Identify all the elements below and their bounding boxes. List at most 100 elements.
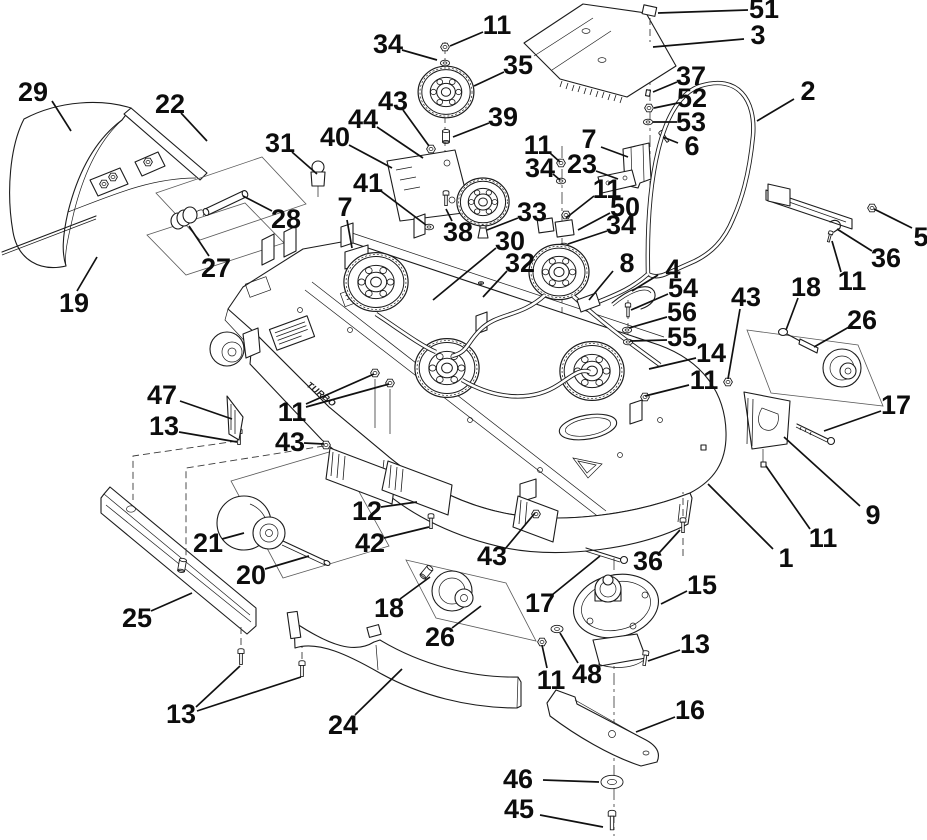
svg-text:7: 7 <box>337 192 352 222</box>
svg-text:11: 11 <box>838 266 867 296</box>
callout-15: 15 <box>660 570 717 605</box>
callout-7: 7 <box>337 192 353 249</box>
callout-48: 48 <box>559 632 602 689</box>
rod-28 <box>202 190 249 216</box>
callout-42: 42 <box>355 526 430 558</box>
skid-rail-25 <box>100 486 257 635</box>
callout-26: 26 <box>813 305 877 348</box>
callout-50: 50 <box>577 192 640 231</box>
svg-text:52: 52 <box>677 83 707 113</box>
callout-23: 23 <box>567 149 619 180</box>
svg-text:17: 17 <box>525 588 555 618</box>
callout-17: 17 <box>823 390 911 432</box>
callout-27: 27 <box>188 225 231 283</box>
callout-40: 40 <box>320 122 393 169</box>
rail-bracket-upper-right <box>765 183 877 243</box>
bolt-17-lower <box>584 547 629 565</box>
svg-text:26: 26 <box>847 305 877 335</box>
svg-text:23: 23 <box>567 149 597 179</box>
svg-text:12: 12 <box>352 496 382 526</box>
axle-bolt-18 <box>777 327 819 354</box>
callout-9: 9 <box>783 436 881 530</box>
discharge-deflector <box>9 101 208 268</box>
svg-text:36: 36 <box>871 243 901 273</box>
callout-38: 38 <box>443 208 473 247</box>
callout-26: 26 <box>425 605 482 652</box>
warning-decal <box>268 315 316 351</box>
svg-text:34: 34 <box>525 153 555 183</box>
callout-37: 37 <box>652 61 706 93</box>
callout-4: 4 <box>631 254 681 292</box>
callout-8: 8 <box>588 248 635 301</box>
pulley-35 <box>417 65 475 119</box>
belt-cover-3 <box>523 3 677 104</box>
spacer-18 <box>418 564 435 581</box>
svg-text:1: 1 <box>778 543 793 573</box>
svg-text:24: 24 <box>328 710 358 740</box>
callout-13: 13 <box>149 411 238 443</box>
svg-text:30: 30 <box>495 226 525 256</box>
svg-text:6: 6 <box>684 131 699 161</box>
svg-text:11: 11 <box>537 665 566 695</box>
svg-text:8: 8 <box>619 248 634 278</box>
spacer-39 <box>442 128 450 145</box>
svg-text:11: 11 <box>809 523 838 553</box>
svg-text:11: 11 <box>483 10 512 40</box>
svg-text:16: 16 <box>675 695 705 725</box>
svg-text:47: 47 <box>147 380 177 410</box>
callout-45: 45 <box>504 794 604 828</box>
svg-text:21: 21 <box>193 528 223 558</box>
callout-28: 28 <box>242 195 301 234</box>
svg-text:43: 43 <box>731 282 761 312</box>
callout-55: 55 <box>629 322 697 352</box>
callout-2: 2 <box>756 76 816 122</box>
latch-31 <box>310 160 326 197</box>
nut-11 <box>537 637 547 647</box>
callout-11: 11 <box>278 373 390 427</box>
cone-bolt-33 <box>477 224 489 239</box>
callout-34: 34 <box>567 210 636 245</box>
spindle-pulley-right-14 <box>559 340 625 402</box>
callout-32: 32 <box>482 248 535 298</box>
callout-11: 11 <box>524 130 561 163</box>
svg-text:45: 45 <box>504 794 534 824</box>
callout-47: 47 <box>147 380 233 420</box>
callout-11: 11 <box>565 174 621 219</box>
callout-14: 14 <box>648 338 726 370</box>
callout-3: 3 <box>652 20 766 50</box>
callout-11: 11 <box>644 365 718 397</box>
svg-text:34: 34 <box>373 29 403 59</box>
roller-assembly <box>216 449 441 579</box>
center-spindle-stack <box>428 158 590 314</box>
plate-9 <box>700 391 791 468</box>
callout-43: 43 <box>477 512 536 571</box>
svg-text:33: 33 <box>517 197 547 227</box>
callout-35: 35 <box>473 50 533 87</box>
callout-44: 44 <box>348 104 424 159</box>
spindle-pulley-left <box>343 251 409 313</box>
callout-6: 6 <box>662 131 700 161</box>
callout-18: 18 <box>785 272 821 331</box>
callout-51: 51 <box>657 0 779 24</box>
idler-stack <box>386 42 510 231</box>
svg-text:46: 46 <box>503 764 533 794</box>
callout-22: 22 <box>155 89 208 142</box>
callout-1: 1 <box>707 483 794 573</box>
bolt-54 <box>624 302 632 318</box>
svg-text:51: 51 <box>749 0 779 24</box>
nut-11 <box>385 378 395 388</box>
svg-text:13: 13 <box>680 629 710 659</box>
callout-7: 7 <box>581 124 629 158</box>
nut-43 <box>321 440 331 450</box>
callout-33: 33 <box>486 197 547 231</box>
svg-text:18: 18 <box>791 272 821 302</box>
svg-text:38: 38 <box>443 217 473 247</box>
bolt-45 <box>607 809 617 831</box>
callout-5: 5 <box>873 208 927 252</box>
svg-text:55: 55 <box>667 322 697 352</box>
bolt-b <box>760 461 767 468</box>
svg-text:43: 43 <box>477 541 507 571</box>
drive-belt-2 <box>597 80 756 305</box>
callout-13: 13 <box>647 629 710 662</box>
callout-36: 36 <box>836 228 901 273</box>
